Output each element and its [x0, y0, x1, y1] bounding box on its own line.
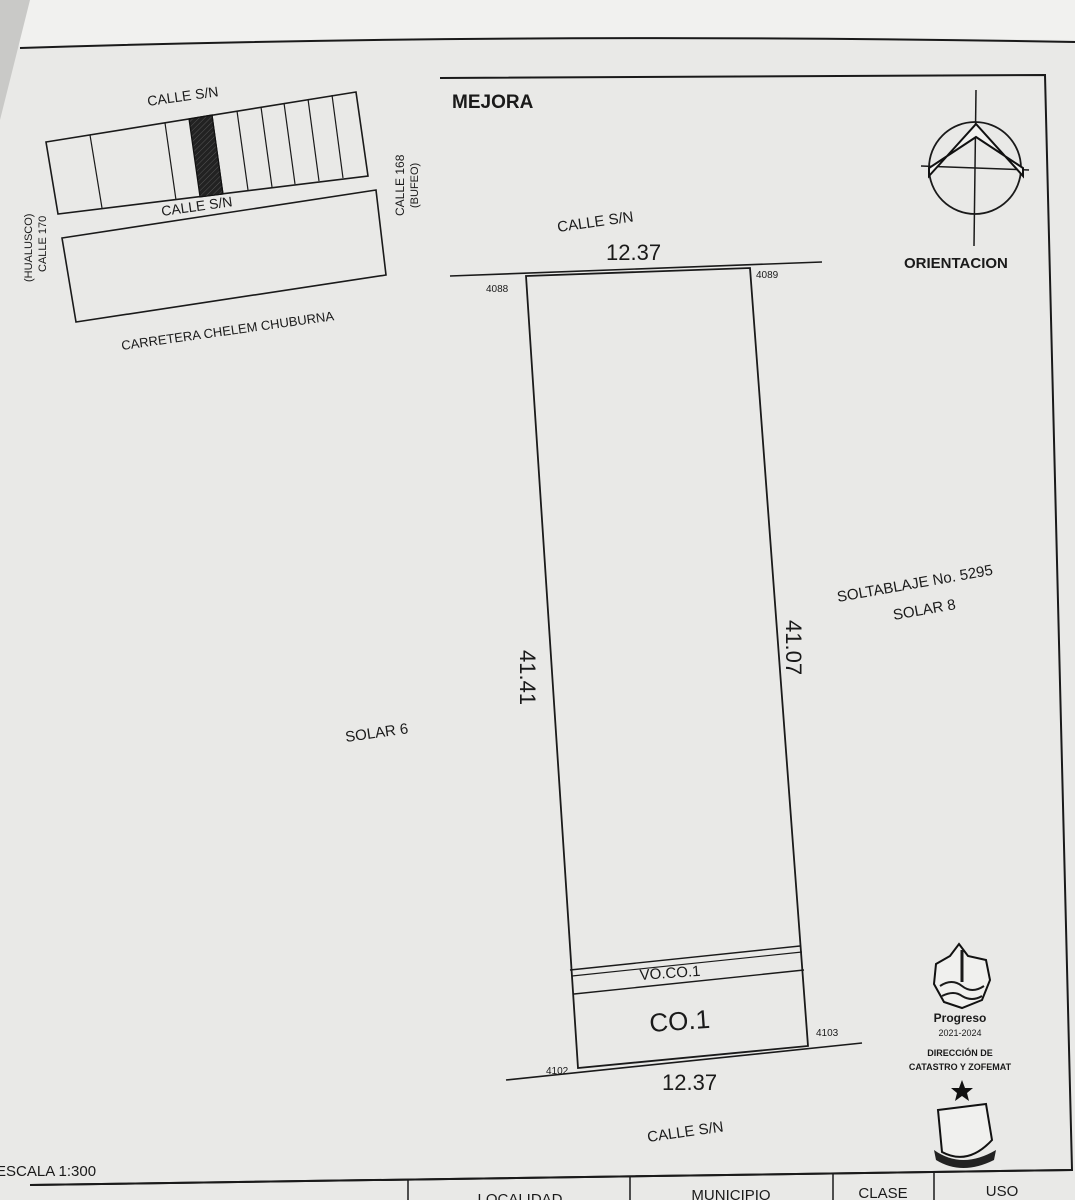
map-right-street-line2: (BUFEO) — [409, 163, 421, 208]
vertex-top-left: 4088 — [486, 284, 509, 295]
block-divider — [260, 106, 273, 188]
secondary-seal — [934, 1080, 996, 1168]
zone-lower-label: CO.1 — [648, 1004, 711, 1038]
table-top-border — [29, 1169, 1073, 1186]
table-header-clase: CLASE — [858, 1185, 907, 1200]
bottom-street-line — [505, 1042, 863, 1081]
zone-upper-label: VO.CO.1 — [639, 963, 701, 984]
zone-divider-upper — [569, 945, 801, 971]
vertex-top-right: 4089 — [756, 270, 779, 281]
block-divider — [236, 110, 249, 191]
block-divider — [164, 122, 177, 201]
orientation-compass — [920, 89, 1030, 247]
table-header-municipio: MUNICIPIO — [691, 1187, 770, 1200]
seal-wave-icon — [939, 981, 985, 991]
page-corner-shadow — [0, 0, 30, 120]
zone-divider-lower — [573, 969, 805, 995]
block-divider — [89, 134, 103, 209]
north-arrow-icon — [928, 122, 1024, 179]
block-north — [45, 91, 369, 215]
seal-line1: DIRECCIÓN DE — [927, 1047, 993, 1058]
seal-wave-icon — [941, 992, 983, 1000]
seal-anchor-icon — [936, 1102, 994, 1158]
block-divider — [307, 98, 320, 182]
lot-plot — [449, 261, 863, 1081]
top-street-line — [449, 261, 823, 277]
table-header-uso: USO — [986, 1183, 1019, 1200]
table-header-localidad: LOCALIDAD — [477, 1191, 562, 1200]
block-divider — [283, 102, 296, 185]
seal-name: Progreso — [934, 1011, 987, 1025]
top-length: 12.37 — [606, 240, 661, 265]
lot-outline — [525, 267, 809, 1069]
map-left-street-line2: CALLE 170 — [37, 216, 49, 272]
block-divider — [331, 94, 344, 179]
bottom-length: 12.37 — [662, 1070, 717, 1095]
zone-divider-middle — [571, 951, 803, 977]
highlighted-lot — [188, 114, 224, 198]
map-left-street-line1: (HUALUSCO) — [23, 214, 35, 282]
seal-years: 2021-2024 — [938, 1028, 981, 1038]
vertex-bottom-right: 4103 — [816, 1028, 839, 1039]
progreso-seal — [932, 942, 992, 1010]
page-title: MEJORA — [452, 92, 534, 113]
scale-label: ESCALA 1:300 — [0, 1163, 96, 1180]
compass-axis-horizontal — [920, 165, 1030, 171]
seal-star-icon — [951, 1080, 973, 1101]
seal-ribbon-icon — [934, 1150, 996, 1168]
right-length: 41.07 — [781, 620, 806, 675]
info-table — [29, 1169, 1073, 1200]
paper-top-edge — [19, 37, 1075, 49]
orientation-label: ORIENTACION — [904, 255, 1008, 272]
vertex-bottom-left: 4102 — [546, 1066, 569, 1077]
map-right-street-line1: CALLE 168 — [393, 154, 407, 216]
paper-top-fold — [0, 0, 1075, 48]
seal-line2: CATASTRO Y ZOFEMAT — [909, 1062, 1012, 1072]
block-south — [61, 189, 387, 323]
left-length: 41.41 — [515, 650, 540, 705]
